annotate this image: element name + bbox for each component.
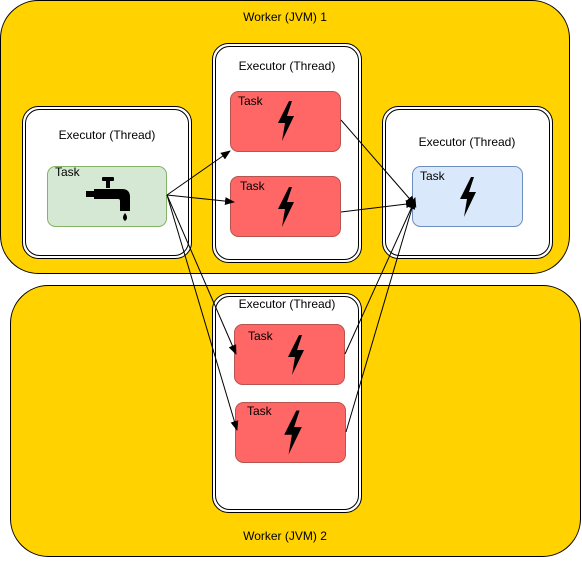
task-bolt-2: Task: [230, 176, 341, 237]
arrow-bolt-1-to-sink: [340, 119, 416, 206]
arrow-spout-to-bolt-1: [166, 150, 231, 196]
worker-2-label: Worker (JVM) 2: [243, 529, 327, 543]
worker-1-label: Worker (JVM) 1: [243, 10, 327, 24]
arrow-bolt-2-to-sink: [340, 200, 416, 213]
arrow-bolt-3-to-sink: [344, 199, 416, 355]
task-bolt-1: Task: [230, 91, 341, 152]
task-label: Task: [55, 165, 81, 179]
arrow-spout-to-bolt-3: [166, 194, 237, 355]
task-label: Task: [420, 169, 446, 183]
arrow-spout-to-bolt-2: [166, 194, 235, 206]
task-spout: Task: [47, 165, 167, 227]
executor-4-label: Executor (Thread): [239, 297, 336, 311]
task-label: Task: [240, 179, 266, 193]
task-bolt-3: Task: [234, 324, 345, 385]
executor-1-label: Executor (Thread): [59, 128, 156, 142]
task-bolt-4: Task: [235, 402, 346, 463]
executor-2-label: Executor (Thread): [239, 59, 336, 73]
connections: [166, 119, 417, 433]
task-sink: Task: [412, 166, 523, 227]
task-label: Task: [248, 329, 274, 343]
task-label: Task: [238, 94, 264, 108]
arrow-spout-to-bolt-4: [166, 194, 239, 431]
task-label: Task: [247, 404, 273, 418]
executor-3-label: Executor (Thread): [419, 135, 516, 149]
arrow-bolt-4-to-sink: [345, 197, 417, 433]
